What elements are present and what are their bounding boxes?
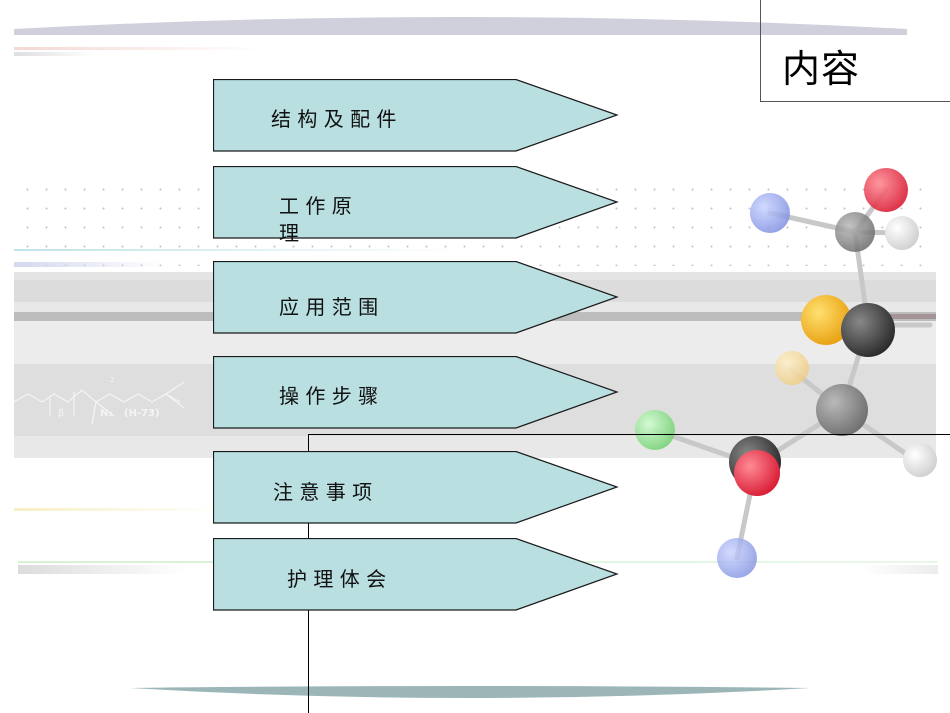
arrow-shape xyxy=(213,79,619,152)
menu-item-label: 注 意 事 项 xyxy=(273,480,373,504)
decorative-line xyxy=(14,508,224,511)
menu-item-nursing-experience[interactable]: 护 理 体 会 xyxy=(213,538,619,611)
bottom-decorative-arc xyxy=(130,686,810,698)
formula-h73: (H-73) xyxy=(124,408,160,419)
menu-item-working-principle[interactable]: 工 作 原 理 xyxy=(213,166,619,245)
menu-item-structure-and-parts[interactable]: 结 构 及 配 件 xyxy=(213,79,619,152)
arrow-shape xyxy=(213,356,619,429)
arrow-shape xyxy=(213,261,619,334)
connector-line-horizontal xyxy=(308,434,950,435)
menu-item-label: 护 理 体 会 xyxy=(287,567,387,591)
arrow-shape xyxy=(213,451,619,524)
background-band-accent xyxy=(880,314,936,319)
decorative-line xyxy=(18,565,188,574)
decorative-line xyxy=(14,262,164,267)
decorative-line xyxy=(860,565,938,574)
formula-beta: β xyxy=(58,408,64,419)
molecule-illustration xyxy=(635,168,937,578)
menu-item-label-line2: 理 xyxy=(279,221,299,245)
menu-item-label: 操 作 步 骤 xyxy=(279,384,379,408)
menu-item-precautions[interactable]: 注 意 事 项 xyxy=(213,451,619,524)
chemical-formula-watermark: β N₂ (H-73) 2 xyxy=(14,376,185,425)
arrow-shape xyxy=(213,166,619,239)
menu-item-operation-steps[interactable]: 操 作 步 骤 xyxy=(213,356,619,429)
menu-item-application-scope[interactable]: 应 用 范 围 xyxy=(213,261,619,334)
menu-item-label: 结 构 及 配 件 xyxy=(271,107,397,131)
slide-title: 内容 xyxy=(782,47,861,91)
decorative-stripe xyxy=(14,47,264,50)
decorative-stripe xyxy=(14,52,94,56)
arrow-shape xyxy=(213,538,619,611)
decorative-line xyxy=(14,249,464,251)
title-box xyxy=(760,0,950,102)
formula-n2: N₂ xyxy=(100,408,113,419)
top-decorative-arc xyxy=(14,17,907,35)
formula-index: 2 xyxy=(110,376,114,384)
menu-item-label: 工 作 原 xyxy=(279,194,352,218)
menu-item-label: 应 用 范 围 xyxy=(279,295,379,319)
